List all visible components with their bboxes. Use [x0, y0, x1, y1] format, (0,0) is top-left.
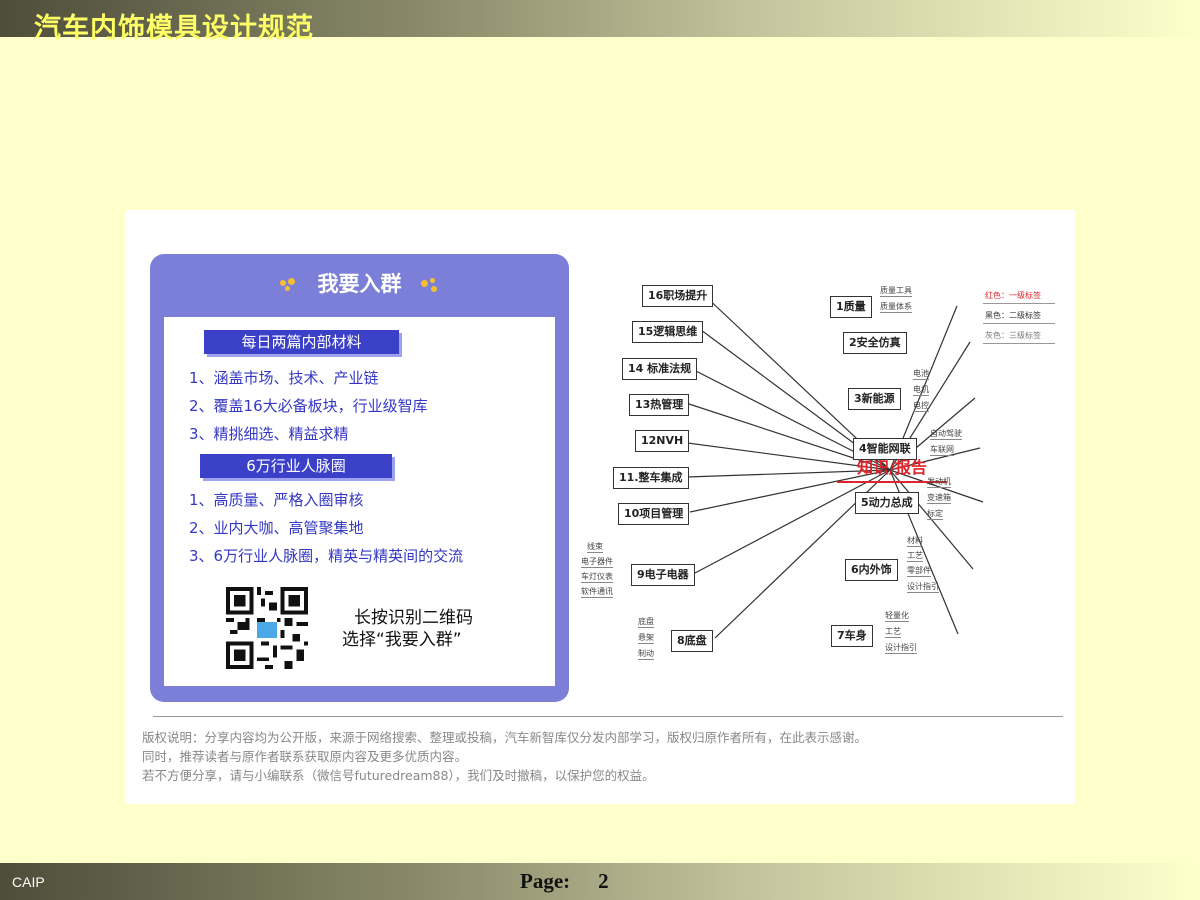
mind-map-leaf: 设计指引 [885, 643, 917, 654]
image-card: 我要入群 每日两篇内部材料 1、涵盖市场、技术、产业链 2、覆盖16大必备板块，… [125, 210, 1075, 804]
list-item: 1、高质量、严格入圈审核 [189, 491, 364, 509]
mind-map-leaf: 发动机 [927, 477, 951, 488]
mind-map-node: 2安全仿真 [843, 332, 907, 354]
mind-map-node: 5动力总成 [855, 492, 919, 514]
mind-map-leaf: 自动驾驶 [930, 429, 962, 440]
section-tag-network: 6万行业人脉圈 [200, 454, 392, 478]
mind-map-leaf: 软件通讯 [581, 587, 613, 598]
footer-bar [0, 863, 1200, 900]
mind-map-leaf: 制动 [638, 649, 654, 660]
mind-map-node: 15逻辑思维 [632, 321, 704, 343]
mind-map-leaf: 底盘 [638, 617, 654, 628]
header-bar [0, 0, 1200, 37]
mind-map-node: 10项目管理 [618, 503, 690, 525]
mind-map-node: 3新能源 [848, 388, 901, 410]
mind-map-node: 8底盘 [671, 630, 713, 652]
mind-map-leaf: 电机 [913, 385, 929, 396]
qr-instruction: 长按识别二维码 选择“我要入群” [342, 608, 473, 650]
list-item: 2、覆盖16大必备板块，行业级智库 [189, 397, 428, 415]
mind-map-node: 11.整车集成 [613, 467, 689, 489]
footer-org: CAIP [12, 874, 45, 890]
mind-map-leaf: 标定 [927, 509, 943, 520]
mind-map-leaf: 材料 [907, 536, 923, 547]
mind-map-leaf: 零部件 [907, 566, 931, 577]
list-item: 3、精挑细选、精益求精 [189, 425, 349, 443]
mind-map-node: 12NVH [635, 430, 690, 452]
mind-map-node: 13热管理 [629, 394, 690, 416]
qr-code-icon[interactable] [226, 587, 308, 669]
mind-map-leaf: 悬架 [638, 633, 654, 644]
promo-title: 我要入群 [150, 268, 569, 298]
mind-map-leaf: 设计指引 [907, 582, 939, 593]
mind-map-leaf: 电控 [913, 401, 929, 412]
promo-content: 每日两篇内部材料 1、涵盖市场、技术、产业链 2、覆盖16大必备板块，行业级智库… [164, 317, 555, 686]
mind-map-leaf: 轻量化 [885, 611, 909, 622]
legend-item: 灰色：三级标签 [983, 324, 1055, 344]
page-indicator: Page:2 [520, 869, 609, 893]
mind-map-leaf: 变速箱 [927, 493, 951, 504]
mind-map-leaf: 工艺 [885, 627, 901, 638]
page-title: 汽车内饰模具设计规范 [34, 13, 314, 44]
mind-map-leaf: 电池 [913, 369, 929, 380]
mind-map: 16职场提升 15逻辑思维 14 标准法规 13热管理 12NVH 11.整车集… [575, 270, 1075, 670]
list-item: 1、涵盖市场、技术、产业链 [189, 369, 379, 387]
mind-map-leaf: 工艺 [907, 551, 923, 562]
mind-map-leaf: 质量体系 [880, 302, 912, 313]
mind-map-leaf: 电子器件 [581, 557, 613, 568]
legend-item: 黑色：二级标签 [983, 304, 1055, 324]
page-number: 2 [598, 869, 609, 893]
mind-map-node: 7车身 [831, 625, 873, 647]
list-item: 3、6万行业人脉圈，精英与精英间的交流 [189, 547, 464, 565]
mind-map-node: 16职场提升 [642, 285, 714, 307]
dots-icon [419, 278, 441, 292]
mind-map-leaf: 线束 [587, 542, 603, 553]
mind-map-legend: 红色：一级标签 黑色：二级标签 灰色：三级标签 [983, 284, 1055, 344]
legend-item: 红色：一级标签 [983, 284, 1055, 304]
mind-map-node: 9电子电器 [631, 564, 695, 586]
mind-map-node: 6内外饰 [845, 559, 898, 581]
copyright-notice: 版权说明：分享内容均为公开版，来源于网络搜索、整理或投稿，汽车新智库仅分发内部学… [142, 730, 868, 783]
mind-map-center: 知识/报告 [837, 454, 947, 483]
mind-map-node: 4智能网联 [853, 438, 917, 460]
mind-map-node: 14 标准法规 [622, 358, 698, 380]
mind-map-node: 1质量 [830, 296, 872, 318]
dots-icon [278, 278, 300, 292]
mind-map-leaf: 车联网 [930, 445, 954, 456]
section-tag-materials: 每日两篇内部材料 [204, 330, 399, 354]
promo-panel: 我要入群 每日两篇内部材料 1、涵盖市场、技术、产业链 2、覆盖16大必备板块，… [150, 254, 569, 702]
divider [153, 716, 1063, 717]
mind-map-leaf: 车灯仪表 [581, 572, 613, 583]
mind-map-leaf: 质量工具 [880, 286, 912, 297]
list-item: 2、业内大咖、高管聚集地 [189, 519, 364, 537]
